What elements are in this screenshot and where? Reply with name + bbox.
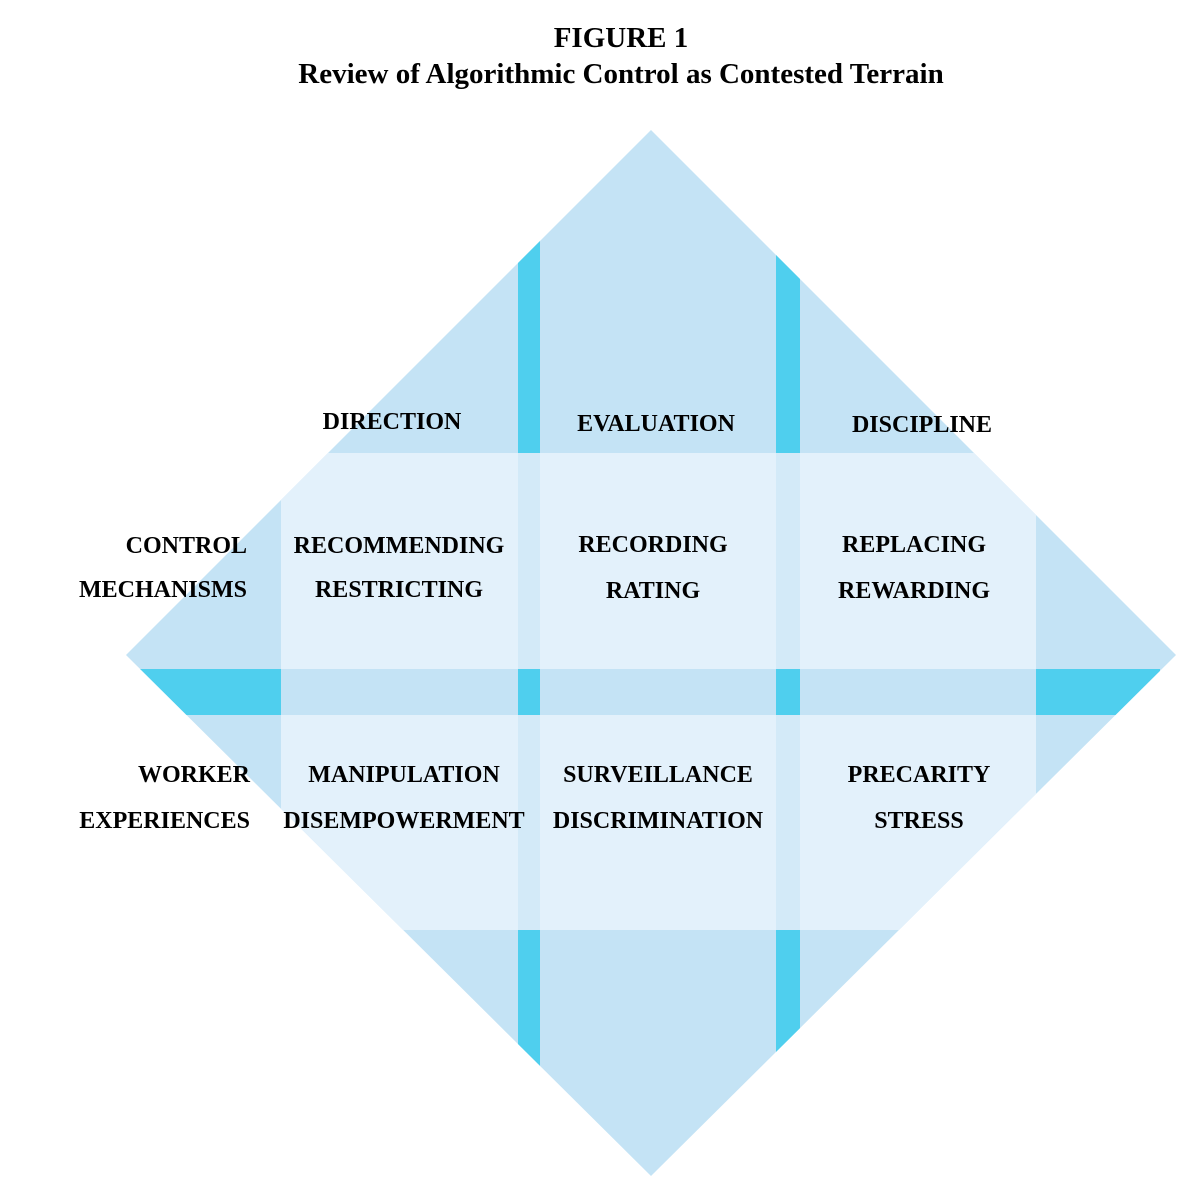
cell-precarity: PRECARITY [847, 762, 991, 788]
band-muted-col-right-top [776, 453, 800, 669]
content-area-top [281, 453, 1036, 669]
band-muted-col-left-top [518, 453, 540, 669]
row-label-control-line1: CONTROL [125, 533, 247, 559]
cell-restricting: RESTRICTING [314, 577, 484, 603]
band-muted-col-right-bottom [776, 715, 800, 930]
cell-recommending: RECOMMENDING [293, 533, 505, 559]
band-muted-row-c3 [800, 669, 1036, 715]
cell-manipulation: MANIPULATION [308, 762, 500, 788]
cell-stress: STRESS [874, 808, 964, 834]
band-muted-row-c2 [540, 669, 776, 715]
band-muted-row-c1 [281, 669, 518, 715]
cell-rewarding: REWARDING [837, 578, 991, 604]
column-header-discipline: DISCIPLINE [851, 412, 993, 438]
content-area-bottom [281, 715, 1036, 930]
cell-surveillance: SURVEILLANCE [563, 762, 753, 788]
row-label-worker-line2: EXPERIENCES [79, 808, 250, 834]
cell-replacing: REPLACING [841, 532, 987, 558]
column-header-direction: DIRECTION [322, 409, 462, 435]
column-header-evaluation: EVALUATION [577, 411, 735, 437]
row-label-control-line2: MECHANISMS [78, 577, 247, 603]
row-label-worker-line1: WORKER [137, 762, 250, 788]
cell-recording: RECORDING [578, 532, 728, 558]
band-muted-col-left-bottom [518, 715, 540, 930]
cell-disempowerment: DISEMPOWERMENT [283, 808, 525, 834]
cell-discrimination: DISCRIMINATION [552, 808, 764, 834]
cell-rating: RATING [605, 578, 701, 604]
figure-title: Review of Algorithmic Control as Contest… [298, 58, 944, 90]
figure-label: FIGURE 1 [553, 22, 689, 54]
